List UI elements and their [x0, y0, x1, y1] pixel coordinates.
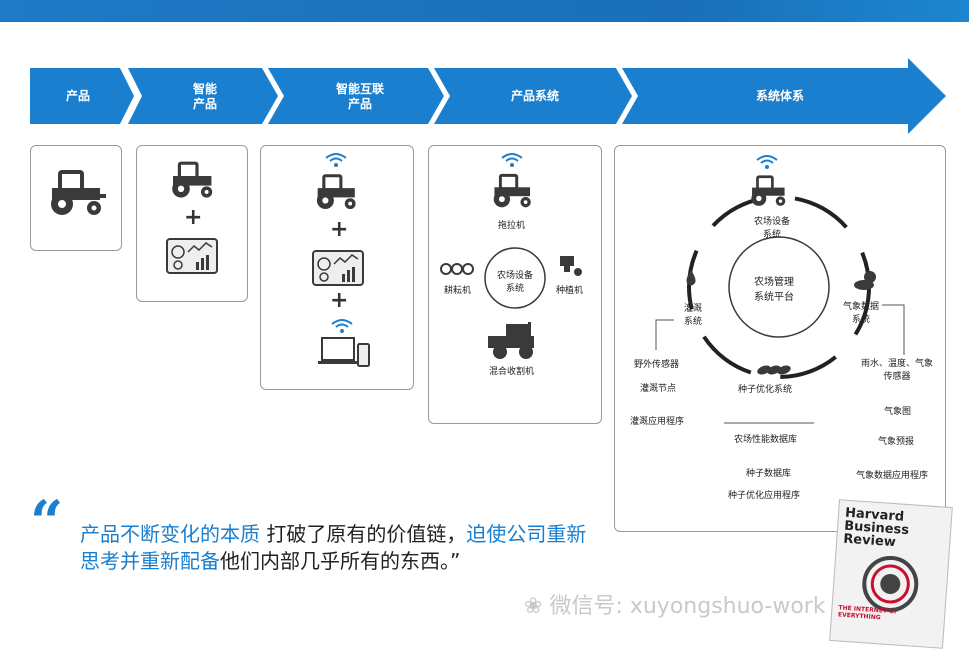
plus-icon: + — [184, 205, 203, 230]
tractor-icon — [172, 161, 213, 198]
irrigation-label: 灌溉 系统 — [683, 304, 702, 327]
tractor-icon — [493, 173, 531, 208]
stage-arrows — [30, 58, 946, 134]
seed-item: 种子数据库 — [746, 469, 792, 479]
irrigation-item: 灌溉节点 — [640, 384, 677, 394]
stage-label-5: 系统体系 — [755, 89, 804, 103]
tractor-icon — [51, 170, 106, 215]
seeds-icon — [757, 365, 791, 375]
tractor-label: 拖拉机 — [498, 221, 526, 231]
farm-equipment-center-label: 农场设备 系统 — [496, 271, 533, 294]
wifi-icon — [331, 319, 353, 333]
weather-item: 气象预报 — [878, 437, 915, 447]
laptop-tablet-icon — [318, 337, 370, 367]
tractor-icon — [316, 174, 356, 210]
weather-item: 雨水、温度、气象 传感器 — [860, 359, 933, 382]
quote-part-2: 打破了原有的价值链， — [260, 522, 467, 546]
irrigation-item: 灌溉应用程序 — [630, 417, 685, 427]
dashboard-icon — [312, 250, 364, 286]
tiller-icon — [440, 263, 474, 275]
weather-data-label: 气象数据 系统 — [842, 302, 879, 325]
wechat-watermark: ❀ 微信号: xuyongshuo-work — [524, 588, 826, 620]
stage-arrow-4 — [434, 68, 632, 124]
planter-label: 种植机 — [556, 286, 584, 296]
magazine-cover: Harvard Business Review THE INTERNET OF … — [829, 499, 953, 649]
wifi-icon — [501, 153, 523, 167]
magazine-title: Harvard Business Review — [842, 505, 910, 551]
wechat-icon: ❀ — [524, 594, 543, 619]
stage-arrow-5 — [622, 58, 946, 134]
stage-label-1: 产品 — [65, 89, 90, 103]
dashboard-icon — [166, 238, 218, 274]
stage-arrow-2 — [128, 68, 278, 124]
stage-label-3: 智能互联 产品 — [335, 82, 384, 111]
tractor-icon — [751, 175, 786, 206]
weather-item: 气象图 — [884, 407, 912, 417]
system-of-systems-box — [614, 145, 946, 532]
quote-text: 产品不断变化的本质 打破了原有的价值链，迫使公司重新思考并重新配备他们内部几乎所… — [80, 521, 600, 575]
quote-part-3: 迫使公司重新思考并重新配备 — [80, 522, 587, 573]
plus-icon: + — [330, 217, 349, 242]
seed-optimization-label: 种子优化系统 — [738, 385, 793, 395]
wifi-icon — [325, 153, 347, 167]
stage-arrow-3 — [268, 68, 444, 124]
weather-item: 气象数据应用程序 — [856, 471, 929, 481]
speaker-rings-icon — [862, 555, 919, 612]
stage-arrow-1 — [30, 68, 134, 124]
quote-part-4: 他们内部几乎所有的东西。” — [220, 549, 461, 573]
farm-management-center-label: 农场管理 系统平台 — [754, 277, 794, 303]
harvester-label: 混合收割机 — [489, 367, 535, 377]
smart-product-box — [136, 145, 248, 302]
harvester-icon — [488, 322, 534, 359]
tiller-label: 耕耘机 — [444, 286, 472, 296]
product-system-hub — [484, 247, 546, 309]
planter-icon — [560, 256, 582, 276]
stage-label-4: 产品系统 — [510, 89, 559, 103]
watermark-text: 微信号: xuyongshuo-work — [549, 594, 826, 619]
seed-item: 农场性能数据库 — [734, 435, 798, 445]
wifi-icon — [756, 155, 778, 169]
seed-item: 种子优化应用程序 — [728, 491, 801, 501]
stage-label-2: 智能 产品 — [192, 82, 217, 111]
plus-icon: + — [330, 288, 349, 313]
quote-mark-icon: “ — [30, 488, 64, 556]
quote-part-1: 产品不断变化的本质 — [80, 522, 260, 546]
irrigation-item: 野外传感器 — [634, 360, 680, 370]
top-banner — [0, 0, 969, 22]
water-drop-icon — [686, 270, 696, 286]
farm-equipment-label: 农场设备 系统 — [753, 217, 790, 240]
sun-cloud-icon — [854, 271, 876, 290]
